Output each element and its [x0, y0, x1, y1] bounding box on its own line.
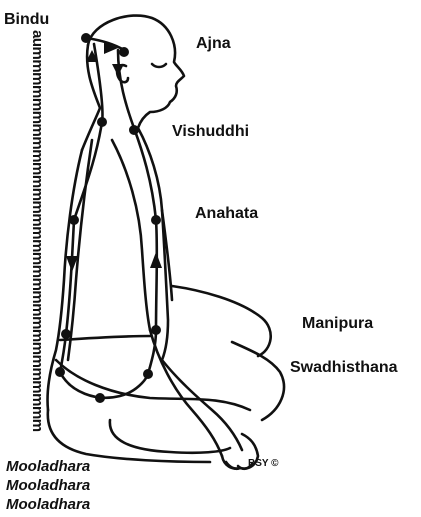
chakra-dot-ajna [119, 47, 129, 57]
label-ajna: Ajna [196, 36, 231, 52]
label-manipura: Manipura [302, 316, 373, 332]
label-vishuddhi: Vishuddhi [172, 124, 249, 140]
forearm [150, 330, 222, 456]
arrow-down-small-icon [112, 64, 124, 76]
chakra-dot-vishuddhi-back [97, 117, 107, 127]
lap-line [60, 336, 150, 340]
crossed-leg [56, 360, 250, 410]
forearm-lower [162, 360, 242, 450]
chakra-dot-anahata-back [69, 215, 79, 225]
knee-upper [172, 286, 271, 356]
label-anahata: Anahata [195, 206, 258, 222]
chakra-dot-vishuddhi-front [129, 125, 139, 135]
copyright-credit: BSY © [248, 458, 279, 469]
closed-eye [152, 64, 166, 67]
chakra-dot-mooladhara [95, 393, 105, 403]
label-mooladhara-1: Mooladhara [6, 459, 90, 474]
arrow-up-icon [150, 252, 162, 268]
chakra-dot-swadhisthana-front [143, 369, 153, 379]
upper-arm [112, 140, 150, 330]
seat-base [48, 410, 210, 462]
chakra-dot-swadhisthana-back [55, 367, 65, 377]
knee-lower [232, 342, 284, 420]
chakra-dot-manipura-front [151, 325, 161, 335]
label-swadhisthana: Swadhisthana [290, 360, 398, 376]
ascending-channel [118, 50, 157, 330]
chakra-dot-bindu [81, 33, 91, 43]
label-mooladhara-3: Mooladhara [6, 497, 90, 512]
chakra-dot-anahata-front [151, 215, 161, 225]
label-mooladhara-2: Mooladhara [6, 478, 90, 493]
base-loop [60, 372, 148, 398]
mantra-text: aummmmmmmmmmmmmmmmmmmmmmmmmmmmmm [29, 30, 46, 432]
label-bindu: Bindu [4, 12, 49, 28]
chakra-dot-manipura-back [61, 329, 71, 339]
